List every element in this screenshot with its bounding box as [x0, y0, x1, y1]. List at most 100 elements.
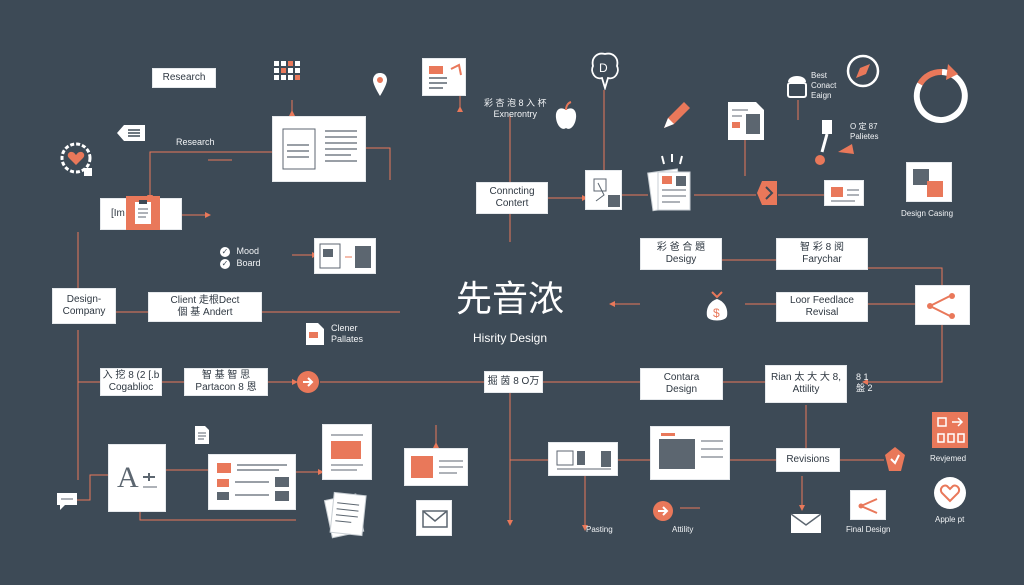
- wireframe-card: [650, 426, 730, 480]
- layout-card: [208, 454, 296, 510]
- small-doc-icon: [195, 426, 209, 444]
- pencil-icon: [664, 102, 690, 128]
- desigy-line-1: 彩 爸 合 題: [656, 242, 706, 253]
- rian-line-2: Attility: [792, 384, 820, 395]
- connecting-line-2: Contert: [495, 198, 529, 209]
- cogablioc-line-2: Cogablioc: [108, 382, 154, 393]
- envelope-icon: [790, 513, 822, 533]
- board-label: Board: [236, 258, 261, 268]
- research-box-label: Research: [162, 72, 206, 83]
- main-subtitle: Hisrity Design: [472, 331, 547, 345]
- diagram-tile-icon: [932, 412, 968, 448]
- rian-line-1: Rian 太 大 大 8,: [770, 372, 842, 383]
- svg-text:$: $: [713, 306, 720, 320]
- share-card[interactable]: [915, 285, 970, 325]
- mood-label: Mood: [236, 246, 260, 256]
- center-bottom-box[interactable]: 掘 茵 8 O万: [484, 371, 543, 393]
- mood-check-2: ✓ Board: [220, 258, 261, 269]
- refresh-cycle-icon: [913, 64, 968, 123]
- sketch-card: [585, 170, 622, 210]
- client-line-2: 個 基 Andert: [177, 307, 233, 318]
- brain-logo-icon: D: [591, 52, 619, 90]
- final-design-card: [850, 490, 886, 520]
- parychar-box[interactable]: 智 彩 8 阅 Farychar: [776, 238, 868, 270]
- arrow-circle-icon[interactable]: [296, 370, 320, 394]
- cogablioc-box[interactable]: 入 挖 8 (2 [.b Cogablioc: [100, 368, 162, 396]
- client-palettes-label: Clener Pallates: [331, 323, 363, 345]
- connecting-content-box[interactable]: Conncting Contert: [476, 182, 548, 214]
- design-company-line-2: Company: [62, 306, 106, 317]
- client-palettes-line-1: Clener: [331, 323, 358, 333]
- im-ict-label: [Im ict.: [111, 208, 140, 219]
- palettes-label: O 定 87 Palietes: [850, 122, 878, 142]
- best-contact-line-2: Conact: [811, 81, 837, 90]
- apple-pt-label: Apple pt: [935, 515, 965, 524]
- heart-circle-icon: [934, 477, 966, 509]
- mini-screen-card: [824, 180, 864, 206]
- revisions-label: Revisions: [786, 454, 830, 465]
- parychar-line-1: 智 彩 8 阅: [800, 242, 844, 253]
- desigy-line-2: Desigy: [665, 254, 697, 265]
- client-box[interactable]: Client 走根Dect 個 基 Andert: [148, 292, 262, 322]
- best-contact-label: Best Conact Eaign: [811, 71, 836, 101]
- design-casing-card: [906, 162, 952, 202]
- svg-text:A: A: [117, 461, 139, 494]
- check-icon: ✓: [220, 259, 230, 269]
- revisions-box[interactable]: Revisions: [776, 448, 840, 472]
- design-company-box[interactable]: Design- Company: [52, 288, 116, 324]
- client-line-1: Client 走根Dect: [170, 295, 240, 306]
- document-chart-icon: [728, 102, 764, 140]
- rian-side-label: 8 1 盤 2: [856, 372, 873, 394]
- contara-design-box[interactable]: Contara Design: [640, 368, 723, 400]
- clipboard-icon: [126, 196, 160, 230]
- contara-line-2: Design: [665, 384, 698, 395]
- design-casing-label: Design Casing: [901, 209, 954, 218]
- documents-spark-icon: [647, 154, 691, 212]
- palette-document-icon: [306, 323, 324, 345]
- svg-text:D: D: [599, 61, 608, 75]
- palettes-line-2: Palietes: [850, 132, 879, 141]
- compass-icon: [846, 54, 880, 88]
- design-company-line-1: Design-: [66, 294, 102, 305]
- mail-card: [416, 500, 452, 536]
- mood-check-1: ✓ Mood: [220, 246, 259, 257]
- chat-bubble-icon: [57, 493, 77, 510]
- grid-icon: [274, 61, 300, 80]
- arrow-circle-icon-2[interactable]: [652, 500, 674, 522]
- emblem-line-2: Exnerontry: [493, 109, 538, 119]
- main-title: 先音浓: [455, 279, 564, 320]
- mood-board-card: [314, 238, 376, 274]
- contara-line-1: Contara: [663, 372, 700, 383]
- center-bottom-label: 掘 茵 8 O万: [487, 376, 540, 387]
- money-bag-icon: $: [706, 291, 728, 321]
- partacon-box[interactable]: 智 基 智 思 Partacon 8 恩: [184, 368, 268, 396]
- screen-card: [322, 424, 372, 480]
- client-palettes-line-2: Pallates: [331, 334, 364, 344]
- desigy-box[interactable]: 彩 爸 合 題 Desigy: [640, 238, 722, 270]
- parychar-line-2: Farychar: [802, 254, 842, 265]
- research-label: Research: [176, 137, 215, 147]
- rian-activity-box[interactable]: Rian 太 大 大 8, Attility: [765, 365, 847, 403]
- media-card: [404, 448, 468, 486]
- document-card-icon: [422, 58, 466, 96]
- final-design-label: Final Design: [846, 525, 891, 534]
- research-box[interactable]: Research: [152, 68, 216, 88]
- partacon-line-1: 智 基 智 思: [201, 370, 251, 381]
- emblem-line-1: 彩 杏 泡 8 入 杯: [484, 98, 547, 108]
- best-contact-line-3: Eaign: [811, 91, 832, 100]
- shield-icon: [885, 447, 905, 471]
- best-contact-line-1: Best: [811, 71, 828, 80]
- palettes-line-1: O 定 87: [850, 122, 878, 131]
- heart-badge-icon: [60, 142, 92, 176]
- loor-feedback-line-2: Revisal: [805, 307, 839, 318]
- connecting-line-1: Conncting: [489, 186, 535, 197]
- research-document-card: [272, 116, 366, 182]
- typography-card: A: [108, 444, 166, 512]
- check-icon: ✓: [220, 247, 230, 257]
- orange-tag-icon: [757, 181, 777, 205]
- paper-stack-icon: [323, 491, 367, 539]
- rian-side-line-2: 盤 2: [856, 383, 873, 393]
- loor-feedback-box[interactable]: Loor Feedlace Revisal: [776, 292, 868, 322]
- lamp-icon: [787, 76, 807, 98]
